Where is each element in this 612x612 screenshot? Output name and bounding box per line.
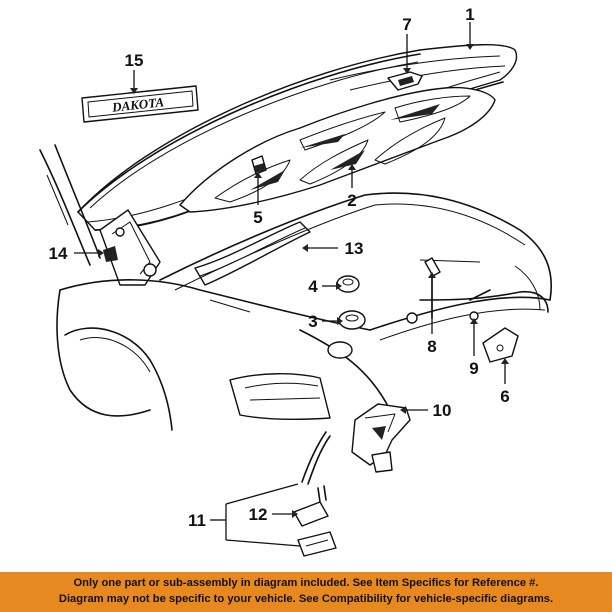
striker-bracket [293, 485, 337, 557]
callout-numbers: 1 2 3 4 5 6 7 8 9 10 11 12 13 14 15 [49, 5, 510, 530]
callout-3: 3 [308, 312, 317, 331]
callout-1: 1 [465, 5, 474, 24]
callout-leaders [74, 22, 509, 547]
callout-2: 2 [347, 191, 356, 210]
callout-9: 9 [469, 359, 478, 378]
callout-8: 8 [427, 337, 436, 356]
callout-15: 15 [125, 51, 144, 70]
emblem-lettering: DAKOTA [110, 94, 165, 114]
callout-10: 10 [433, 401, 452, 420]
hood-bumper [251, 155, 267, 175]
latch-bracket [482, 327, 519, 363]
hood-inner-panel [179, 86, 496, 213]
callout-13: 13 [345, 239, 364, 258]
prop-rod [301, 431, 331, 485]
callout-14: 14 [49, 244, 68, 263]
disclaimer-banner: Only one part or sub-assembly in diagram… [0, 572, 612, 612]
callout-11: 11 [188, 511, 206, 530]
hood-latch [351, 403, 411, 473]
callout-4: 4 [308, 277, 318, 296]
callout-5: 5 [253, 208, 262, 227]
callout-12: 12 [249, 505, 268, 524]
hood-hinge [99, 209, 161, 286]
latch-bolt [469, 289, 491, 321]
bumper-cushion [327, 310, 366, 359]
bumper-pad [336, 275, 360, 293]
disclaimer-line-1: Only one part or sub-assembly in diagram… [73, 577, 539, 589]
callout-7: 7 [402, 15, 411, 34]
fender-body [56, 192, 552, 431]
disclaimer-line-2: Diagram may not be specific to your vehi… [58, 593, 554, 605]
hood-emblem: DAKOTA [81, 85, 199, 123]
callout-6: 6 [500, 387, 509, 406]
